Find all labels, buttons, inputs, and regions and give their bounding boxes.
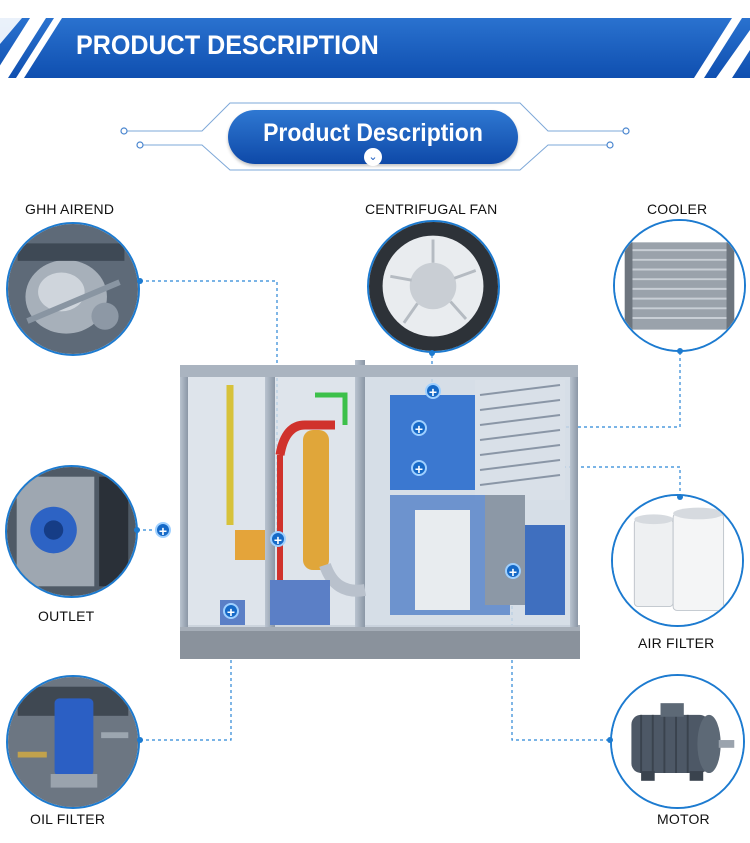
centrifugal-fan-image[interactable]: [367, 220, 500, 353]
outlet-image[interactable]: [5, 465, 138, 598]
ghh-airend-image[interactable]: [6, 222, 140, 356]
label-motor: MOTOR: [657, 811, 710, 827]
chevron-down-icon[interactable]: ⌄: [364, 148, 382, 166]
oil-filter-image[interactable]: [6, 675, 140, 809]
section-heading-pill: Product Description ⌄: [228, 110, 518, 166]
marker-outlet[interactable]: +: [155, 522, 171, 539]
section-heading-title: Product Description: [263, 119, 483, 147]
marker-motor[interactable]: +: [505, 563, 521, 580]
compressor-machine-illustration: [180, 360, 580, 659]
banner-title: PRODUCT DESCRIPTION: [76, 30, 379, 60]
heading-decoration: [120, 102, 630, 171]
marker-oil-filter[interactable]: +: [223, 603, 239, 620]
cooler-image[interactable]: [613, 219, 746, 352]
air-filter-image[interactable]: [611, 494, 744, 627]
connector-dot-fan: [429, 350, 435, 356]
connector-dot-motor: [607, 737, 613, 743]
connector-dot-air-filter: [677, 494, 683, 500]
banner-background: [0, 18, 750, 78]
label-centrifugal-fan: CENTRIFUGAL FAN: [365, 201, 498, 217]
connector-dot-outlet: [134, 527, 140, 533]
connector-dot-cooler: [677, 348, 683, 354]
marker-cooler[interactable]: +: [411, 420, 427, 437]
connector-dot-oil-filter: [137, 737, 143, 743]
label-ghh-airend: GHH AIREND: [25, 201, 115, 217]
marker-air-filter[interactable]: +: [411, 460, 427, 477]
label-air-filter: AIR FILTER: [638, 635, 715, 651]
connector-dot-airend: [137, 278, 143, 284]
label-cooler: COOLER: [647, 201, 708, 217]
marker-fan[interactable]: +: [425, 383, 441, 400]
marker-airend[interactable]: +: [270, 531, 286, 548]
label-outlet: OUTLET: [38, 608, 95, 624]
header-banner: PRODUCT DESCRIPTION: [0, 0, 750, 100]
label-oil-filter: OIL FILTER: [30, 811, 106, 827]
motor-image[interactable]: [610, 674, 745, 809]
